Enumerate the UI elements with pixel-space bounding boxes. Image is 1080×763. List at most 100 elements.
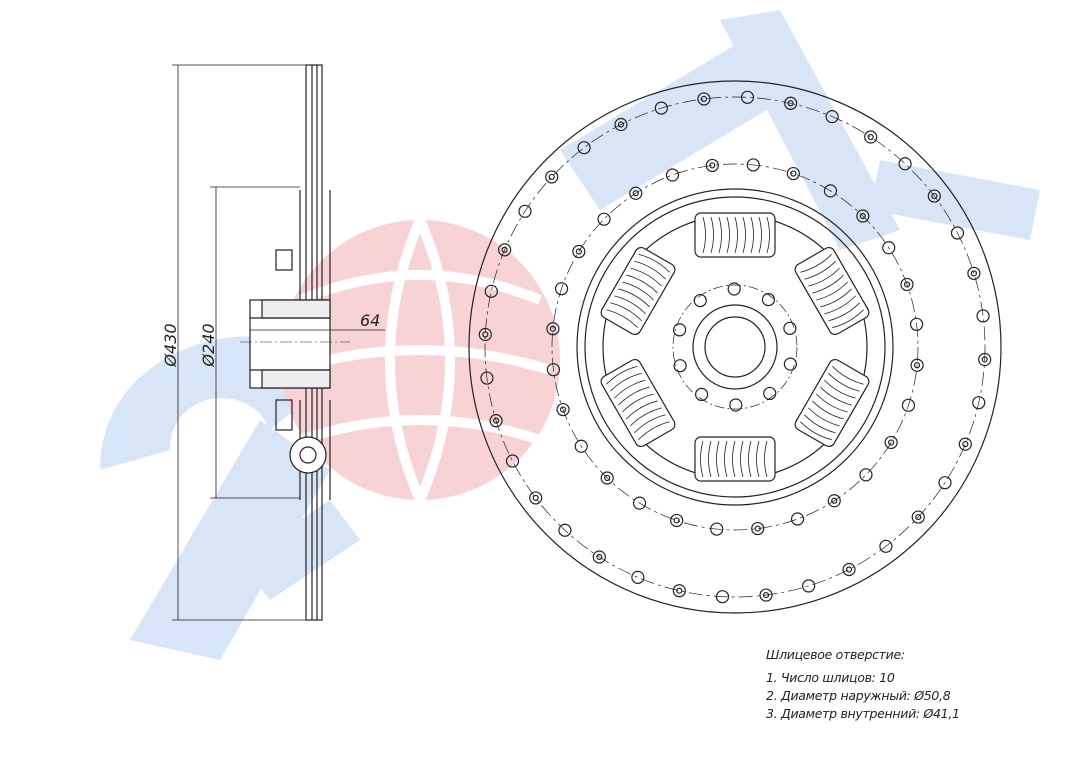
- rivet-hole: [554, 282, 569, 296]
- rivet-hole: [972, 396, 986, 410]
- damper-plate: [576, 188, 894, 506]
- rivet-hole-center: [492, 417, 500, 424]
- rivet-hole-center: [575, 248, 582, 255]
- note-item: 3. Диаметр внутренний: Ø41,1: [766, 706, 960, 721]
- rivet-hole-center: [559, 406, 567, 413]
- rivet-hole-center: [673, 517, 680, 524]
- rivet-hole: [823, 184, 838, 198]
- rivet-hole: [484, 284, 498, 298]
- rivet-hole: [529, 491, 543, 505]
- rivet-hole-center: [676, 587, 683, 594]
- rivet-hole-center: [549, 325, 557, 332]
- rivet-hole: [592, 550, 606, 564]
- rivet-hole: [556, 402, 570, 417]
- rivet-hole: [629, 186, 643, 200]
- rivet-holes: [478, 90, 992, 604]
- rivet-hole: [546, 322, 560, 336]
- rivet-hole-center: [831, 497, 838, 504]
- watermark-globe: [280, 218, 560, 502]
- rivet-hole-center: [700, 95, 708, 103]
- rivet-hole: [967, 266, 981, 280]
- rivet-hole: [911, 510, 925, 524]
- rivet-hole-center: [981, 356, 988, 363]
- rivet-hole: [900, 277, 914, 292]
- side-section-view: [172, 64, 385, 621]
- rivet-hole-center: [617, 121, 625, 128]
- rivet-hole: [763, 386, 777, 401]
- rivet-hole-center: [532, 494, 539, 502]
- rivet-hole-center: [596, 553, 603, 561]
- rivet-hole: [498, 243, 512, 257]
- rivet-hole: [746, 158, 760, 172]
- rivet-hole: [825, 110, 839, 124]
- rivet-hole-center: [787, 100, 794, 107]
- rivet-hole-center: [903, 281, 911, 288]
- rivet-hole: [784, 96, 798, 110]
- rivet-hole: [672, 584, 686, 598]
- rivet-hole: [632, 496, 647, 510]
- rivet-hole-center: [548, 173, 555, 181]
- rivet-hole: [545, 170, 559, 184]
- rivet-hole-center: [931, 192, 938, 200]
- notes-title: Шлицевое отверстие:: [766, 647, 905, 662]
- rivet-hole: [600, 471, 614, 485]
- rivet-hole-center: [482, 331, 489, 338]
- rivet-hole: [705, 158, 719, 173]
- rivet-hole: [856, 209, 870, 223]
- rivet-hole-center: [970, 270, 978, 277]
- rivet-hole-center: [632, 190, 639, 197]
- note-item: 2. Диаметр наружный: Ø50,8: [766, 688, 951, 703]
- watermark: [100, 10, 1040, 660]
- note-item: 1. Число шлицов: 10: [766, 670, 895, 685]
- rivet-hole: [558, 523, 572, 537]
- rivet-hole: [673, 359, 687, 373]
- damper-springs: [600, 212, 870, 482]
- damper-spring: [794, 358, 870, 448]
- rivet-hole: [729, 398, 743, 412]
- rivet-hole-center: [762, 591, 770, 599]
- rivet-hole-center: [604, 474, 611, 482]
- rivet-hole: [884, 435, 898, 450]
- rivet-hole: [577, 141, 591, 155]
- rivet-hole: [898, 157, 912, 171]
- rivet-hole: [783, 357, 798, 371]
- rivet-hole: [489, 414, 503, 428]
- rivet-hole: [727, 282, 741, 296]
- rivet-hole: [864, 130, 878, 144]
- rivet-hole: [740, 90, 755, 104]
- rivet-hole: [927, 189, 941, 203]
- damper-spring: [794, 246, 870, 336]
- rivet-hole: [694, 387, 709, 402]
- hub-length-label: 64: [360, 311, 380, 330]
- rivet-hole-center: [867, 133, 874, 141]
- rivet-hole-center: [845, 566, 853, 573]
- damper-spring: [600, 246, 676, 336]
- spline-notes: Шлицевое отверстие: 1. Число шлицов: 10 …: [766, 646, 960, 723]
- rivet-hole: [909, 317, 924, 331]
- rivet-hole: [505, 454, 520, 468]
- rivet-hole: [480, 371, 494, 385]
- rivet-hole: [518, 204, 532, 218]
- front-view: [468, 80, 1002, 614]
- rivet-hole: [901, 398, 916, 412]
- rivet-hole: [827, 494, 841, 508]
- rivet-hole-center: [888, 439, 895, 446]
- rivet-hole: [842, 562, 856, 577]
- rivet-hole: [751, 521, 765, 536]
- rivet-hole: [950, 226, 965, 240]
- rivet-hole-center: [915, 513, 922, 521]
- rivet-hole: [710, 522, 724, 536]
- rivet-hole: [715, 590, 730, 604]
- rivet-hole: [958, 437, 972, 451]
- rivet-hole: [879, 539, 893, 553]
- rivet-hole: [882, 241, 896, 255]
- damper-spring: [694, 436, 776, 482]
- rivet-hole: [654, 101, 668, 115]
- rivet-hole: [761, 292, 776, 307]
- rivet-hole: [597, 212, 611, 226]
- rivet-hole: [693, 293, 707, 308]
- damper-spring: [694, 212, 776, 258]
- rivet-hole: [802, 579, 816, 593]
